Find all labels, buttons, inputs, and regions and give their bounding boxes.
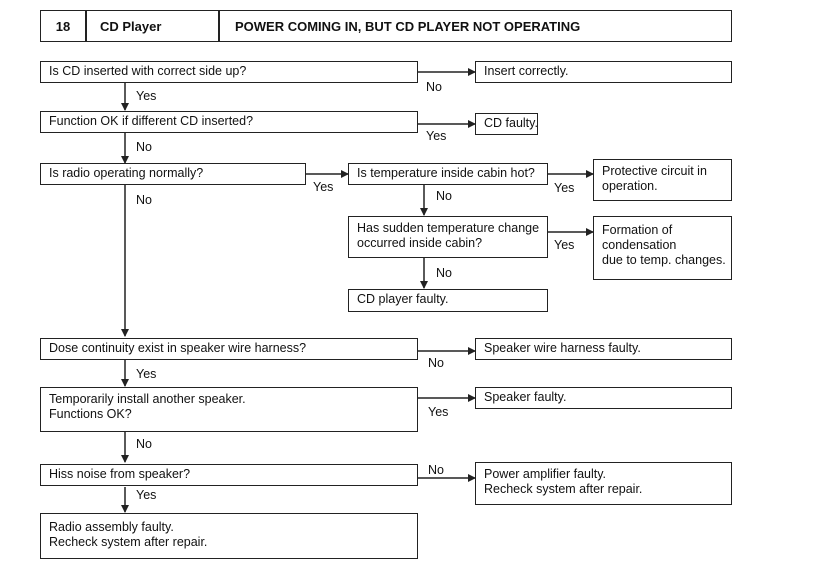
label-cd-inserted-no: No xyxy=(426,80,442,94)
header-bar: 18 CD Player POWER COMING IN, BUT CD PLA… xyxy=(40,10,732,42)
result-radio-faulty: Radio assembly faulty. Recheck system af… xyxy=(40,513,418,559)
question-continuity: Dose continuity exist in speaker wire ha… xyxy=(40,338,418,360)
label-install-no: No xyxy=(136,437,152,451)
result-harness-faulty: Speaker wire harness faulty. xyxy=(475,338,732,360)
result-speaker-faulty: Speaker faulty. xyxy=(475,387,732,409)
label-continuity-yes: Yes xyxy=(136,367,157,381)
result-cd-player-faulty: CD player faulty. xyxy=(348,289,548,312)
label-function-ok-yes: Yes xyxy=(426,129,447,143)
question-function-ok: Function OK if different CD inserted? xyxy=(40,111,418,133)
result-cd-faulty: CD faulty. xyxy=(475,113,538,135)
label-temp-hot-no: No xyxy=(436,189,452,203)
label-continuity-no: No xyxy=(428,356,444,370)
question-hiss-noise: Hiss noise from speaker? xyxy=(40,464,418,486)
label-temp-change-no: No xyxy=(436,266,452,280)
label-temp-hot-yes: Yes xyxy=(554,181,575,195)
result-insert-correctly: Insert correctly. xyxy=(475,61,732,83)
result-amplifier-faulty: Power amplifier faulty. Recheck system a… xyxy=(475,462,732,505)
system-name: CD Player xyxy=(100,18,162,34)
label-cd-inserted-yes: Yes xyxy=(136,89,157,103)
label-install-yes: Yes xyxy=(428,405,449,419)
label-radio-yes: Yes xyxy=(313,180,334,194)
question-temp-change: Has sudden temperature change occurred i… xyxy=(348,216,548,258)
label-temp-change-yes: Yes xyxy=(554,238,575,252)
question-install-speaker: Temporarily install another speaker. Fun… xyxy=(40,387,418,432)
label-radio-no: No xyxy=(136,193,152,207)
question-radio-normal: Is radio operating normally? xyxy=(40,163,306,185)
page-title: POWER COMING IN, BUT CD PLAYER NOT OPERA… xyxy=(235,18,581,34)
label-hiss-yes: Yes xyxy=(136,488,157,502)
label-hiss-no: No xyxy=(428,463,444,477)
result-condensation: Formation of condensation due to temp. c… xyxy=(593,216,732,280)
question-cd-inserted: Is CD inserted with correct side up? xyxy=(40,61,418,83)
result-protective-circuit: Protective circuit in operation. xyxy=(593,159,732,201)
section-number: 18 xyxy=(55,18,71,34)
question-temp-hot: Is temperature inside cabin hot? xyxy=(348,163,548,185)
label-function-ok-no: No xyxy=(136,140,152,154)
